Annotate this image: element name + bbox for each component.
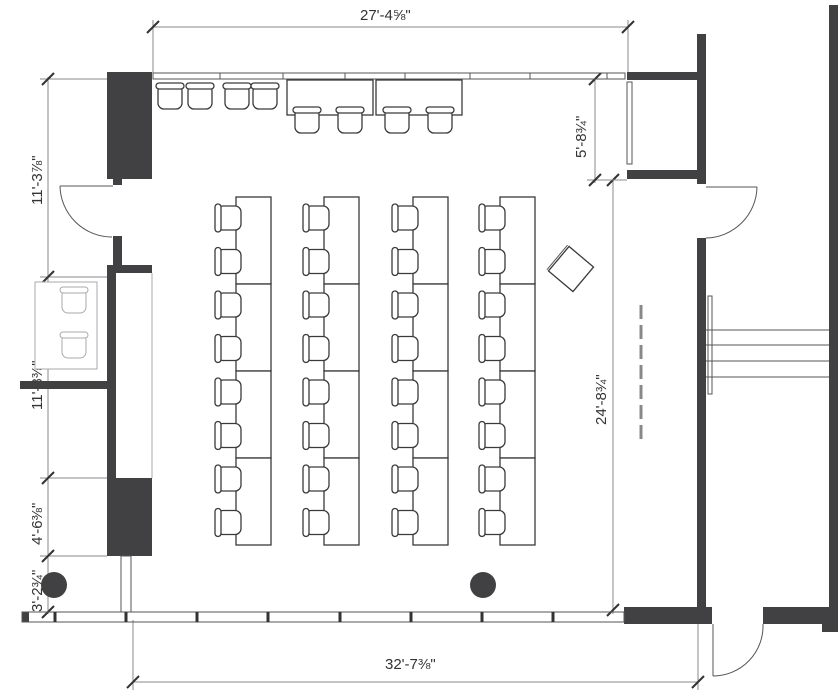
- chair: [292, 106, 322, 134]
- dimension-left-bottom: 3'-2¾": [29, 570, 46, 612]
- chair: [185, 82, 215, 110]
- chair: [214, 246, 242, 277]
- chair: [59, 331, 89, 359]
- student-desk: [412, 283, 449, 372]
- chair: [302, 246, 330, 277]
- chair: [59, 286, 89, 314]
- chair: [214, 203, 242, 233]
- student-desk: [235, 283, 272, 372]
- chair: [391, 203, 419, 233]
- chair: [391, 464, 419, 494]
- student-desk: [235, 457, 272, 546]
- student-desk: [412, 196, 449, 285]
- chair: [302, 420, 330, 451]
- student-desk: [235, 370, 272, 459]
- window-mullion: [53, 612, 57, 622]
- student-desk: [412, 457, 449, 546]
- chair: [478, 377, 506, 407]
- dimension-left-upper: 11'-3⅞": [29, 155, 46, 205]
- chair: [302, 333, 330, 364]
- student-desk: [235, 196, 272, 285]
- chair: [222, 82, 252, 110]
- chair: [478, 203, 506, 233]
- window-mullions: [53, 73, 555, 622]
- lectern: [546, 244, 595, 293]
- chair: [391, 290, 419, 320]
- window-mullion: [266, 612, 270, 622]
- windows: [21, 72, 633, 623]
- chair: [478, 464, 506, 494]
- student-desk: [499, 457, 536, 546]
- chair: [214, 377, 242, 407]
- chair: [302, 507, 330, 538]
- chair: [478, 507, 506, 538]
- chairs: [59, 82, 506, 538]
- window-mullion: [480, 612, 484, 622]
- window-mullion: [338, 612, 342, 622]
- stairs: [706, 295, 829, 395]
- chair: [382, 106, 412, 134]
- chair: [302, 464, 330, 494]
- dimension-top-width: 27'-4⅝": [360, 7, 411, 24]
- chair: [478, 333, 506, 364]
- chair: [391, 246, 419, 277]
- dimension-left-lower: 4'-6⅜": [29, 503, 46, 545]
- student-desk: [323, 457, 360, 546]
- window-mullion: [409, 612, 413, 622]
- chair: [391, 333, 419, 364]
- chair: [478, 246, 506, 277]
- structural-column: [470, 572, 496, 598]
- chair: [155, 82, 185, 110]
- chair: [302, 290, 330, 320]
- chair: [391, 420, 419, 451]
- chair: [391, 377, 419, 407]
- doors: [59, 185, 764, 677]
- chair: [302, 203, 330, 233]
- student-desk: [412, 370, 449, 459]
- structural-column: [41, 572, 67, 598]
- student-desk: [323, 370, 360, 459]
- chair: [478, 290, 506, 320]
- desk-rows: [235, 196, 536, 546]
- student-desk: [499, 370, 536, 459]
- chair: [214, 333, 242, 364]
- chair: [302, 377, 330, 407]
- chair: [250, 82, 280, 110]
- dimension-right-room-depth: 24'-8¾": [593, 374, 610, 425]
- chair: [214, 507, 242, 538]
- window-mullion: [551, 612, 555, 622]
- chair: [214, 464, 242, 494]
- dimension-right-upper: 5'-8¾": [573, 116, 590, 158]
- student-desk: [323, 283, 360, 372]
- dimension-bottom-width: 32'-7⅜": [385, 656, 436, 673]
- walls: [20, 5, 838, 632]
- window-mullion: [195, 612, 199, 622]
- chair: [214, 290, 242, 320]
- window-mullion: [124, 612, 128, 622]
- chair: [478, 420, 506, 451]
- chair: [214, 420, 242, 451]
- chair: [425, 106, 455, 134]
- chair: [391, 507, 419, 538]
- chair: [335, 106, 365, 134]
